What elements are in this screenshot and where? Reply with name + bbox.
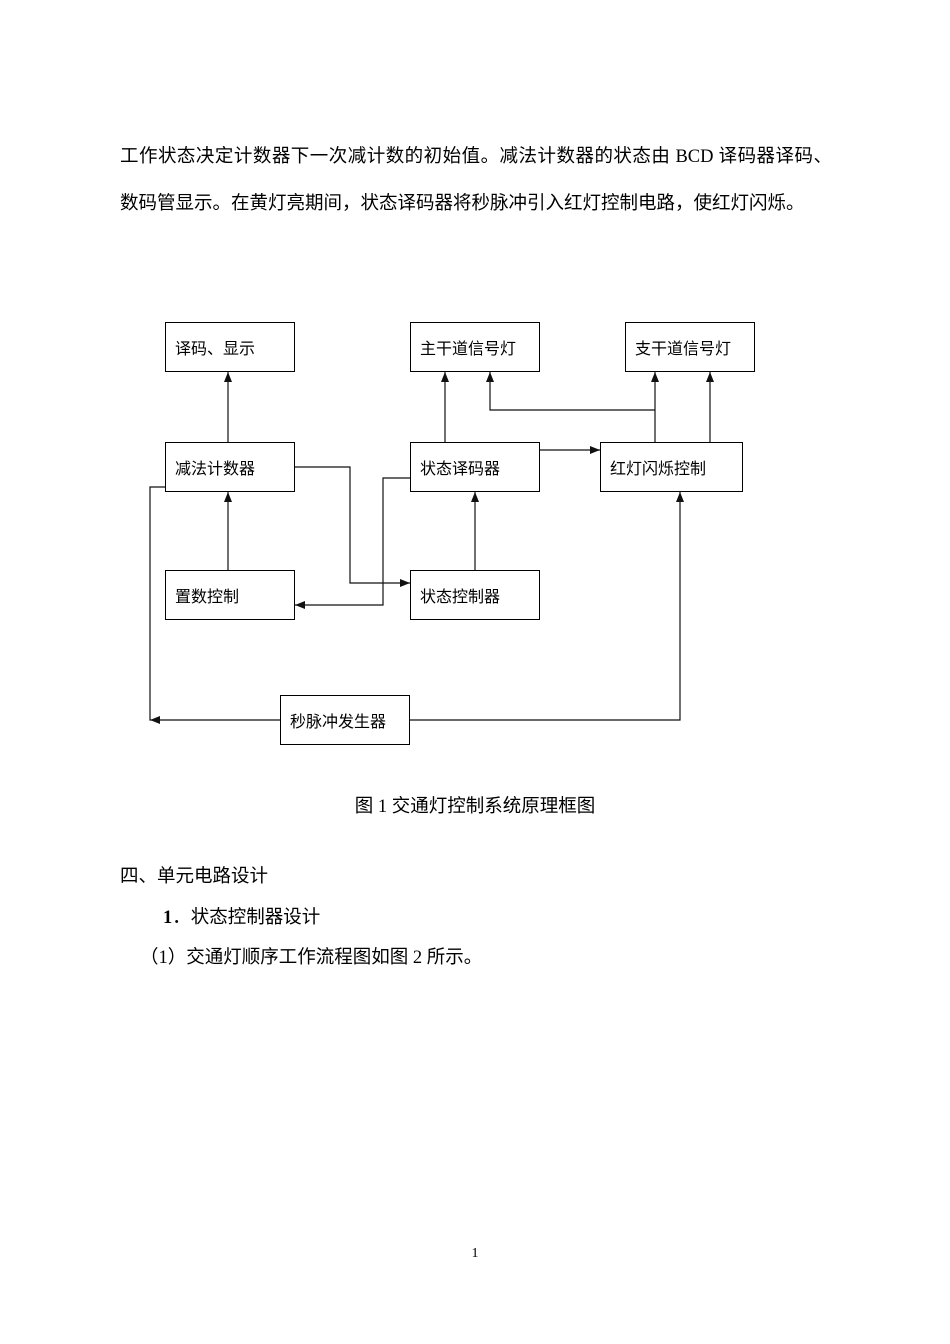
connector-decoder-to-preset (295, 477, 410, 606)
intro-paragraph: 工作状态决定计数器下一次减计数的初始值。减法计数器的状态由 BCD 译码器译码、… (120, 134, 832, 228)
sub-heading-number: 1 (163, 908, 173, 928)
paragraph-line-1: 工作状态决定计数器下一次减计数的初始值。减法计数器的状态由 BCD 译码器译码、 (120, 147, 832, 167)
arrowhead-into-decoder (471, 492, 479, 502)
section-heading: 四、单元电路设计 (120, 867, 269, 887)
arrowhead-into-display (224, 372, 232, 382)
sub-heading-text: ．状态控制器设计 (172, 908, 321, 928)
sub-heading: 1．状态控制器设计 (163, 903, 320, 929)
arrowhead-into-main-light-b (486, 372, 494, 382)
block-main-road-light: 主干道信号灯 (410, 322, 540, 372)
arrowhead-into-branch-light-b (706, 372, 714, 382)
arrowhead-into-preset (295, 601, 305, 609)
arrowhead-feedback-left (150, 716, 160, 724)
block-preset-control: 置数控制 (165, 570, 295, 620)
connector-flasher-branch-to-main-light (489, 372, 655, 411)
page-number: 1 (471, 1246, 479, 1261)
paragraph-line-2: 数码管显示。在黄灯亮期间，状态译码器将秒脉冲引入红灯控制电路，使红灯闪烁。 (120, 194, 805, 214)
block-second-pulse-generator: 秒脉冲发生器 (280, 695, 410, 745)
arrowhead-into-statectrl (400, 579, 410, 587)
arrowhead-into-flasher-bottom (676, 492, 684, 502)
arrowhead-into-main-light-a (441, 372, 449, 382)
arrowhead-into-flasher-left (590, 446, 600, 454)
arrowheads (150, 372, 714, 724)
block-decode-display: 译码、显示 (165, 322, 295, 372)
block-red-flash-control: 红灯闪烁控制 (600, 442, 743, 492)
list-item-1: （1）交通灯顺序工作流程图如图 2 所示。 (140, 948, 483, 968)
block-state-decoder: 状态译码器 (410, 442, 540, 492)
block-branch-road-light: 支干道信号灯 (625, 322, 755, 372)
figure-caption: 图 1 交通灯控制系统原理框图 (354, 797, 596, 817)
connector-counter-to-statectrl (295, 466, 410, 584)
block-down-counter: 减法计数器 (165, 442, 295, 492)
arrowhead-into-branch-light-a (651, 372, 659, 382)
arrowhead-into-counter (224, 492, 232, 502)
diagram-connectors (149, 372, 714, 724)
block-state-controller: 状态控制器 (410, 570, 540, 620)
